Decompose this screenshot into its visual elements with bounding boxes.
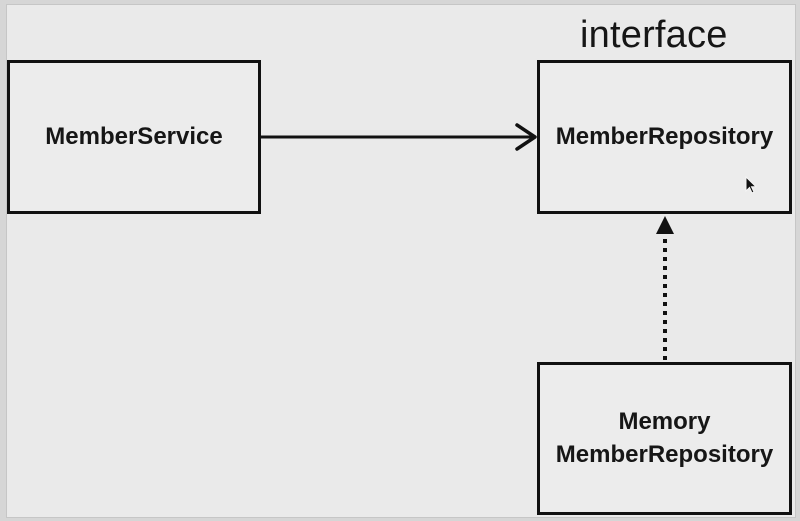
member-repository-box: MemberRepository (537, 60, 792, 214)
interface-stereotype-label: interface (580, 14, 728, 56)
memory-member-repository-box: Memory MemberRepository (537, 362, 792, 515)
member-service-box: MemberService (7, 60, 261, 214)
memory-member-repository-label-line1: Memory (618, 408, 711, 436)
member-repository-label: MemberRepository (555, 122, 774, 150)
mouse-pointer-icon (745, 176, 758, 194)
memory-member-repository-label-line2: MemberRepository (555, 440, 774, 468)
member-service-label: MemberService (45, 122, 223, 150)
